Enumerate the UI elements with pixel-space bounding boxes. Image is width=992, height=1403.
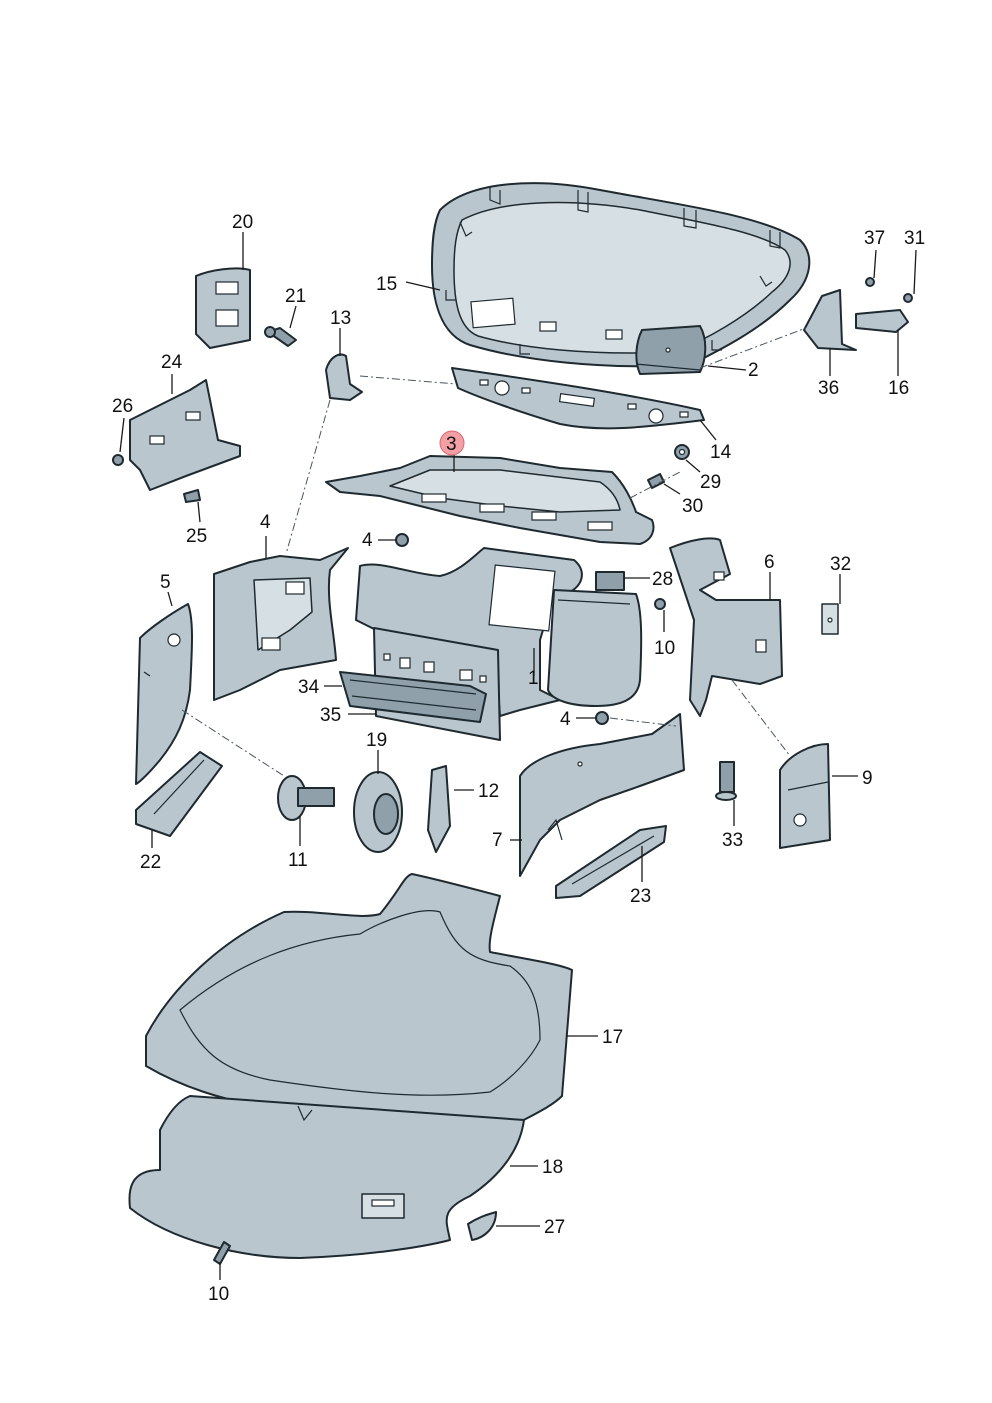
callout-28: 27 — [544, 1217, 565, 1238]
assembly-lines — [181, 327, 807, 777]
part-31-screw — [647, 473, 665, 489]
callout-14: 13 — [330, 308, 351, 329]
callout-19: 18 — [542, 1157, 563, 1178]
callout-35: 34 — [298, 677, 320, 698]
callout-22: 21 — [285, 286, 306, 307]
callout-3-highlight — [439, 430, 465, 456]
callout-29: 28 — [652, 569, 673, 590]
part-19-floor-mat — [128, 1095, 525, 1259]
part-2-cover-flap — [635, 363, 701, 371]
part-34-expanding-rivet — [715, 761, 737, 801]
part-29-clip — [595, 571, 625, 591]
part-4-clip-upper — [395, 533, 409, 547]
part-8-rear-corner-trim — [519, 713, 685, 877]
part-33-clip-nut — [821, 603, 839, 635]
part-30-nut — [674, 444, 690, 460]
callout-13: 12 — [478, 781, 499, 802]
callout-4-upper: 4 — [362, 530, 373, 551]
part-20-grommet — [353, 771, 403, 853]
part-5-left-side-trim — [213, 547, 349, 701]
callout-37: 36 — [818, 378, 839, 399]
part-11-screw — [654, 598, 666, 610]
leader-lines — [119, 232, 917, 1280]
part-1-loading-floor-side-trim — [355, 547, 643, 717]
part-23-left-rail — [135, 751, 223, 837]
callout-8: 7 — [492, 830, 503, 851]
callout-4-lower: 4 — [560, 709, 571, 730]
part-6-left-lining — [135, 603, 193, 785]
part-37-lock-bracket — [803, 289, 857, 351]
part-17-latch — [855, 309, 909, 333]
callout-9: 9 — [862, 768, 873, 789]
part-28-cap — [467, 1211, 497, 1241]
callout-2: 2 — [748, 360, 759, 381]
part-21-grab-handle — [195, 267, 251, 349]
part-25-bracket — [129, 379, 241, 491]
callout-27: 26 — [112, 396, 133, 417]
part-16-trunk-lid-panel — [431, 182, 811, 375]
callout-21: 20 — [232, 212, 253, 233]
callout-17: 16 — [888, 378, 909, 399]
callout-34: 33 — [722, 830, 743, 851]
part-15-lock-carrier-trim — [451, 367, 705, 430]
callout-36: 35 — [320, 705, 341, 726]
part-26-screw — [183, 489, 201, 503]
part-12-clip — [277, 775, 335, 821]
part-4-clip-lower — [595, 711, 609, 725]
part-10-screw — [213, 1241, 231, 1265]
callout-32: 31 — [904, 228, 925, 249]
callout-25: 24 — [161, 352, 183, 373]
callout-23: 22 — [140, 852, 161, 873]
callout-30: 29 — [700, 472, 721, 493]
part-32-screw — [903, 293, 913, 303]
callout-18: 17 — [602, 1027, 623, 1048]
callout-38: 37 — [864, 228, 885, 249]
callout-1: 1 — [528, 668, 539, 689]
callout-31: 30 — [682, 496, 703, 517]
part-9-speaker-trim — [779, 743, 831, 849]
callout-24: 23 — [630, 886, 651, 907]
part-38-screw — [865, 277, 875, 287]
part-3-rear-sill-trim — [325, 455, 655, 545]
part-24-right-rail — [555, 825, 667, 899]
part-22-screw — [264, 326, 297, 347]
callout-11: 10 — [654, 638, 675, 659]
callout-10: 10 — [208, 1284, 229, 1305]
callout-20: 19 — [366, 730, 387, 751]
callout-6: 5 — [160, 572, 171, 593]
callout-12: 11 — [288, 850, 308, 871]
callout-3: 3 — [446, 434, 457, 455]
part-7-right-side-trim — [669, 537, 783, 717]
part-13-hook — [427, 765, 451, 853]
callout-16: 15 — [376, 274, 397, 295]
callout-33: 32 — [830, 554, 851, 575]
part-14-clip — [325, 353, 363, 401]
callout-26: 25 — [186, 526, 207, 547]
part-35-cover-strip — [339, 627, 501, 741]
callout-7: 6 — [764, 552, 775, 573]
callout-labels: 20 21 13 24 26 25 15 2 14 3 29 30 37 31 … — [112, 212, 925, 1305]
part-27-nut — [112, 454, 124, 466]
callout-5: 4 — [260, 512, 271, 533]
callout-15: 14 — [710, 442, 732, 463]
